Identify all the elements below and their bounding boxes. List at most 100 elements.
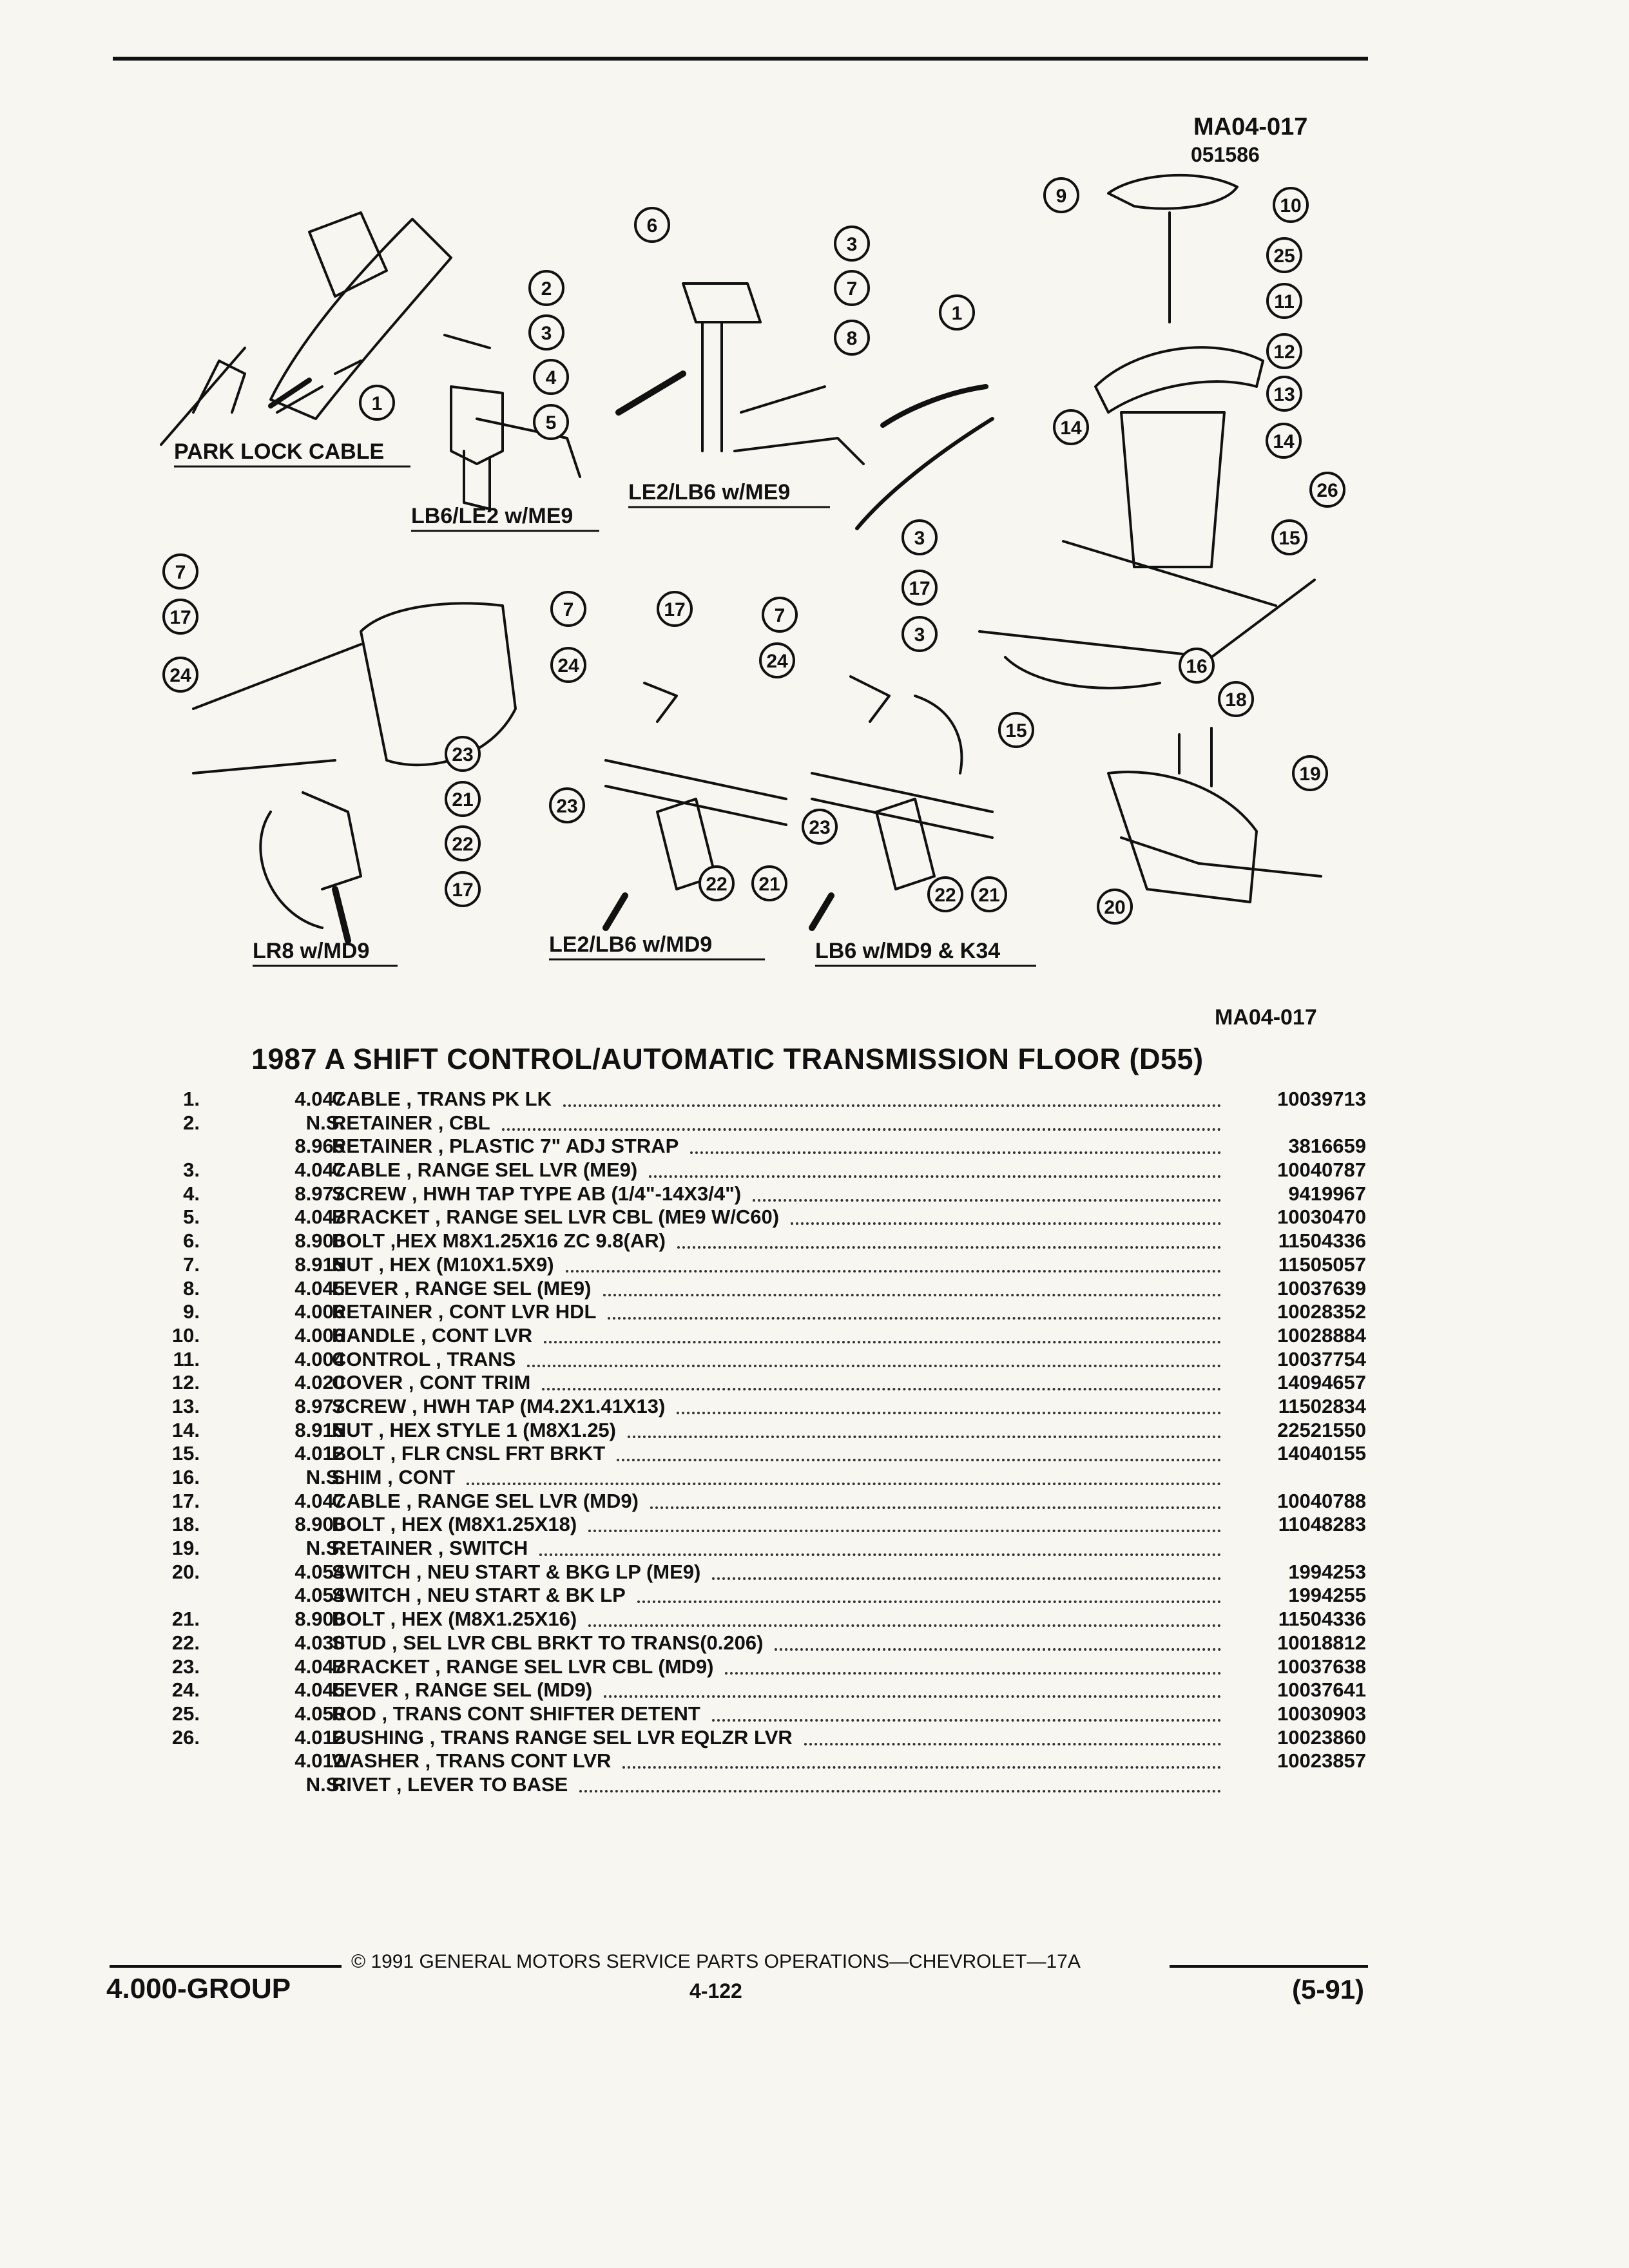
part-number: 10037754 (1277, 1347, 1366, 1370)
item-number: 8. (183, 1276, 200, 1300)
callout: 17 (901, 570, 938, 606)
svg-text:17: 17 (452, 879, 473, 901)
item-number: 21. (171, 1608, 200, 1631)
item-number: 6. (183, 1229, 200, 1253)
svg-text:5: 5 (546, 412, 557, 434)
callout: 1 (359, 385, 395, 421)
dot-leader (467, 1483, 1221, 1485)
svg-text:7: 7 (847, 278, 858, 300)
dot-leader (725, 1671, 1221, 1675)
svg-text:23: 23 (556, 796, 577, 817)
svg-text:24: 24 (557, 655, 579, 677)
part-description: SWITCH , NEU START & BK LP (332, 1584, 626, 1607)
item-number: 26. (171, 1725, 200, 1749)
parts-row: 16.N.S.SHIM , CONT (155, 1466, 1379, 1490)
callout: 13 (1266, 376, 1302, 412)
part-description: SCREW , HWH TAP (M4.2X1.41X13) (332, 1394, 666, 1418)
item-number: 19. (171, 1537, 200, 1560)
part-number: 14040155 (1277, 1442, 1366, 1465)
part-description: LEVER , RANGE SEL (MD9) (332, 1678, 593, 1702)
group-number: 4.006 (294, 1323, 345, 1347)
dot-leader (649, 1175, 1221, 1178)
callout: 25 (1266, 237, 1302, 273)
dot-leader (622, 1766, 1221, 1769)
dot-leader (804, 1742, 1221, 1745)
parts-row: 2.N.S.RETAINER , CBL (155, 1111, 1379, 1135)
svg-text:7: 7 (175, 562, 186, 583)
svg-text:4: 4 (546, 367, 557, 389)
part-description: BOLT , HEX (M8X1.25X16) (332, 1608, 577, 1631)
part-number: 3816659 (1288, 1135, 1366, 1158)
part-description: RETAINER , SWITCH (332, 1537, 528, 1560)
dot-leader (791, 1222, 1221, 1225)
callout: 9 (1043, 177, 1079, 213)
group-number: 8.977 (294, 1182, 345, 1205)
group-number: 4.047 (294, 1655, 345, 1678)
part-number: 10030470 (1277, 1206, 1366, 1229)
callout: 24 (759, 642, 795, 678)
callout: 21 (751, 865, 787, 901)
dot-leader (563, 1104, 1221, 1107)
part-description: CABLE , RANGE SEL LVR (MD9) (332, 1489, 639, 1512)
callout: 15 (998, 712, 1034, 748)
part-description: NUT , HEX (M10X1.5X9) (332, 1253, 554, 1276)
part-description: ROD , TRANS CONT SHIFTER DETENT (332, 1702, 700, 1725)
item-number: 17. (171, 1489, 200, 1512)
part-description: STUD , SEL LVR CBL BRKT TO TRANS(0.206) (332, 1631, 764, 1654)
callout: 10 (1273, 187, 1309, 223)
group-number: 4.030 (294, 1631, 345, 1654)
group-number: 8.965 (294, 1135, 345, 1158)
part-description: CABLE , RANGE SEL LVR (ME9) (332, 1158, 638, 1182)
dot-leader (775, 1648, 1221, 1651)
caption-park-lock-cable: PARK LOCK CABLE (174, 439, 384, 464)
callout: 11 (1266, 283, 1302, 319)
callout: 23 (802, 809, 838, 845)
part-description: RETAINER , CONT LVR HDL (332, 1300, 597, 1323)
group-number: 8.900 (294, 1608, 345, 1631)
part-description: SCREW , HWH TAP TYPE AB (1/4"-14X3/4") (332, 1182, 742, 1205)
callout: 20 (1097, 889, 1133, 925)
group-number: 4.004 (294, 1347, 345, 1370)
item-number: 2. (183, 1111, 200, 1134)
part-description: BOLT ,HEX M8X1.25X16 ZC 9.8(AR) (332, 1229, 666, 1253)
svg-text:15: 15 (1005, 720, 1027, 742)
svg-text:13: 13 (1273, 384, 1295, 405)
part-number: 10040788 (1277, 1489, 1366, 1512)
svg-text:20: 20 (1104, 897, 1125, 918)
svg-text:7: 7 (775, 605, 786, 626)
figure-id: MA04-017 (1193, 113, 1308, 140)
footer-rule-right (1170, 1965, 1368, 1968)
dot-leader (544, 1340, 1221, 1343)
group-number: N.S. (305, 1111, 345, 1134)
item-number: 16. (171, 1466, 200, 1488)
part-description: RIVET , LEVER TO BASE (332, 1773, 568, 1796)
callout: 26 (1309, 472, 1345, 508)
svg-text:9: 9 (1056, 186, 1067, 207)
callout: 22 (699, 865, 735, 901)
callout: 3 (901, 519, 938, 555)
part-number: 1994253 (1288, 1560, 1366, 1583)
callout: 22 (445, 825, 481, 861)
exploded-parts-diagram: PARK LOCK CABLE LB6/LE2 w/ME9 LE2/LB6 w/… (160, 173, 1345, 1030)
item-number: 1. (183, 1088, 200, 1110)
item-number: 4. (183, 1182, 200, 1205)
svg-text:17: 17 (169, 607, 191, 628)
svg-text:23: 23 (809, 817, 830, 838)
svg-text:26: 26 (1316, 480, 1338, 501)
item-number: 24. (171, 1678, 200, 1702)
item-number: 12. (171, 1371, 200, 1394)
part-description: RETAINER , PLASTIC 7" ADJ STRAP (332, 1135, 679, 1158)
